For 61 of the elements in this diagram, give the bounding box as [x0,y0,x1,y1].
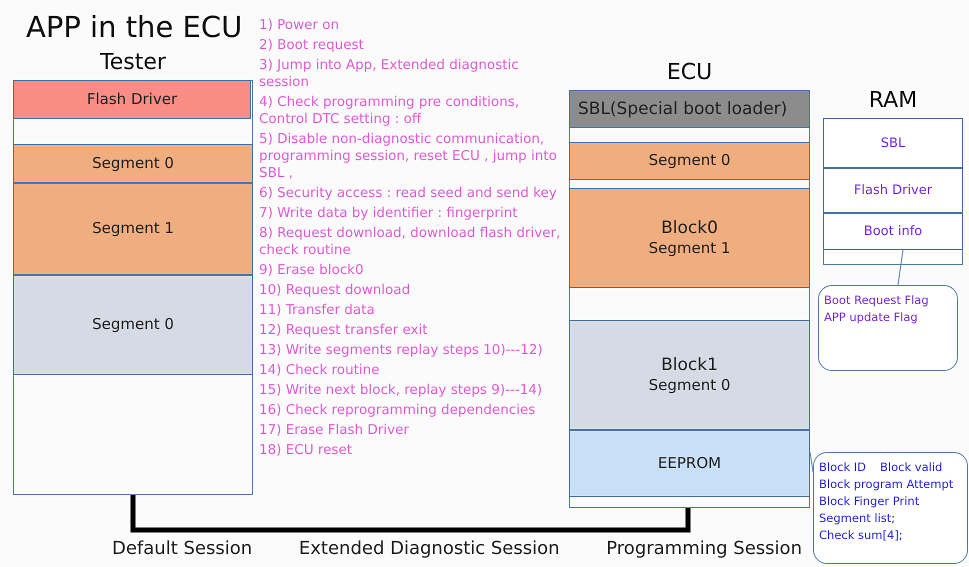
callout-text: Block ID [819,459,866,476]
memory-segment [569,320,810,430]
memory-segment [13,144,253,183]
session-label: Default Session [112,538,252,559]
segment-label: Segment 1 [92,219,174,239]
callout-text: Boot Request Flag APP update Flag [824,292,930,326]
callout-text: Check sum[4]; [819,527,904,544]
step-text: 7) Write data by identifier : fingerprint [259,205,519,222]
segment-label: Segment 0 [648,376,730,396]
step-text: 17) Erase Flash Driver [259,422,410,439]
step-text: 1) Power on [259,17,340,34]
callout-text: Block valid [880,459,942,476]
step-text: 3) Jump into App, Extended diagnostic session [259,57,520,91]
session-line [130,495,690,532]
ram-section [823,118,963,168]
step-text: 16) Check reprogramming dependencies [259,402,536,419]
step-text: 11) Transfer data [259,302,376,319]
step-text: 15) Write next block, replay steps 9)---14) [259,382,544,399]
step-text: 8) Request download, download flash driver, check routine [259,225,562,259]
box-heading: ECU [666,60,714,85]
step-text: 2) Boot request [259,37,365,54]
session-label: Extended Diagnostic Session [298,538,560,559]
step-text: 5) Disable non-diagnostic communication, programming session, reset ECU , jump into SBL , [259,131,558,182]
segment-label: Segment 0 [648,151,730,171]
segment-label: EEPROM [658,454,722,474]
memory-segment [569,188,810,288]
section-label: Flash Driver [854,183,932,198]
memory-segment [13,275,253,375]
step-text: 10) Request download [259,282,412,299]
session-label: Programming Session [606,538,802,559]
step-text: 12) Request transfer exit [259,322,429,339]
ram-section [823,213,963,250]
box-heading: RAM [868,88,918,113]
memory-segment [569,142,810,180]
memory-segment [569,430,810,497]
step-text: 4) Check programming pre conditions, Control DTC setting : off [259,94,520,128]
segment-label: Block1 [661,354,718,376]
callout-text: Segment list; [819,510,896,527]
ram-section [823,168,963,213]
memory-segment [13,183,253,275]
memory-segment [13,80,251,119]
callout-bubble [818,285,958,371]
callout-text: Block Finger Print [819,493,920,510]
box-heading: Tester [99,50,167,75]
diagram-title: APP in the ECU [26,10,242,44]
section-label: SBL [880,136,906,150]
callout-text: Block program Attempt [819,476,954,493]
memory-segment [569,90,810,128]
segment-label: Segment 0 [92,154,174,174]
step-text: 18) ECU reset [259,442,354,459]
segment-label: Block0 [661,217,718,240]
segment-label: Segment 1 [648,239,730,259]
section-label: Boot info [864,224,922,239]
step-text: 9) Erase block0 [259,262,365,279]
step-text: 6) Security access : read seed and send key [259,185,558,202]
step-text: 13) Write segments replay steps 10)---12) [259,342,544,359]
segment-label: SBL(Special boot loader) [578,98,788,120]
step-text: 14) Check routine [259,362,381,379]
segment-label: Segment 0 [92,315,174,335]
segment-label: Flash Driver [86,90,178,110]
callout-bubble [813,452,968,564]
